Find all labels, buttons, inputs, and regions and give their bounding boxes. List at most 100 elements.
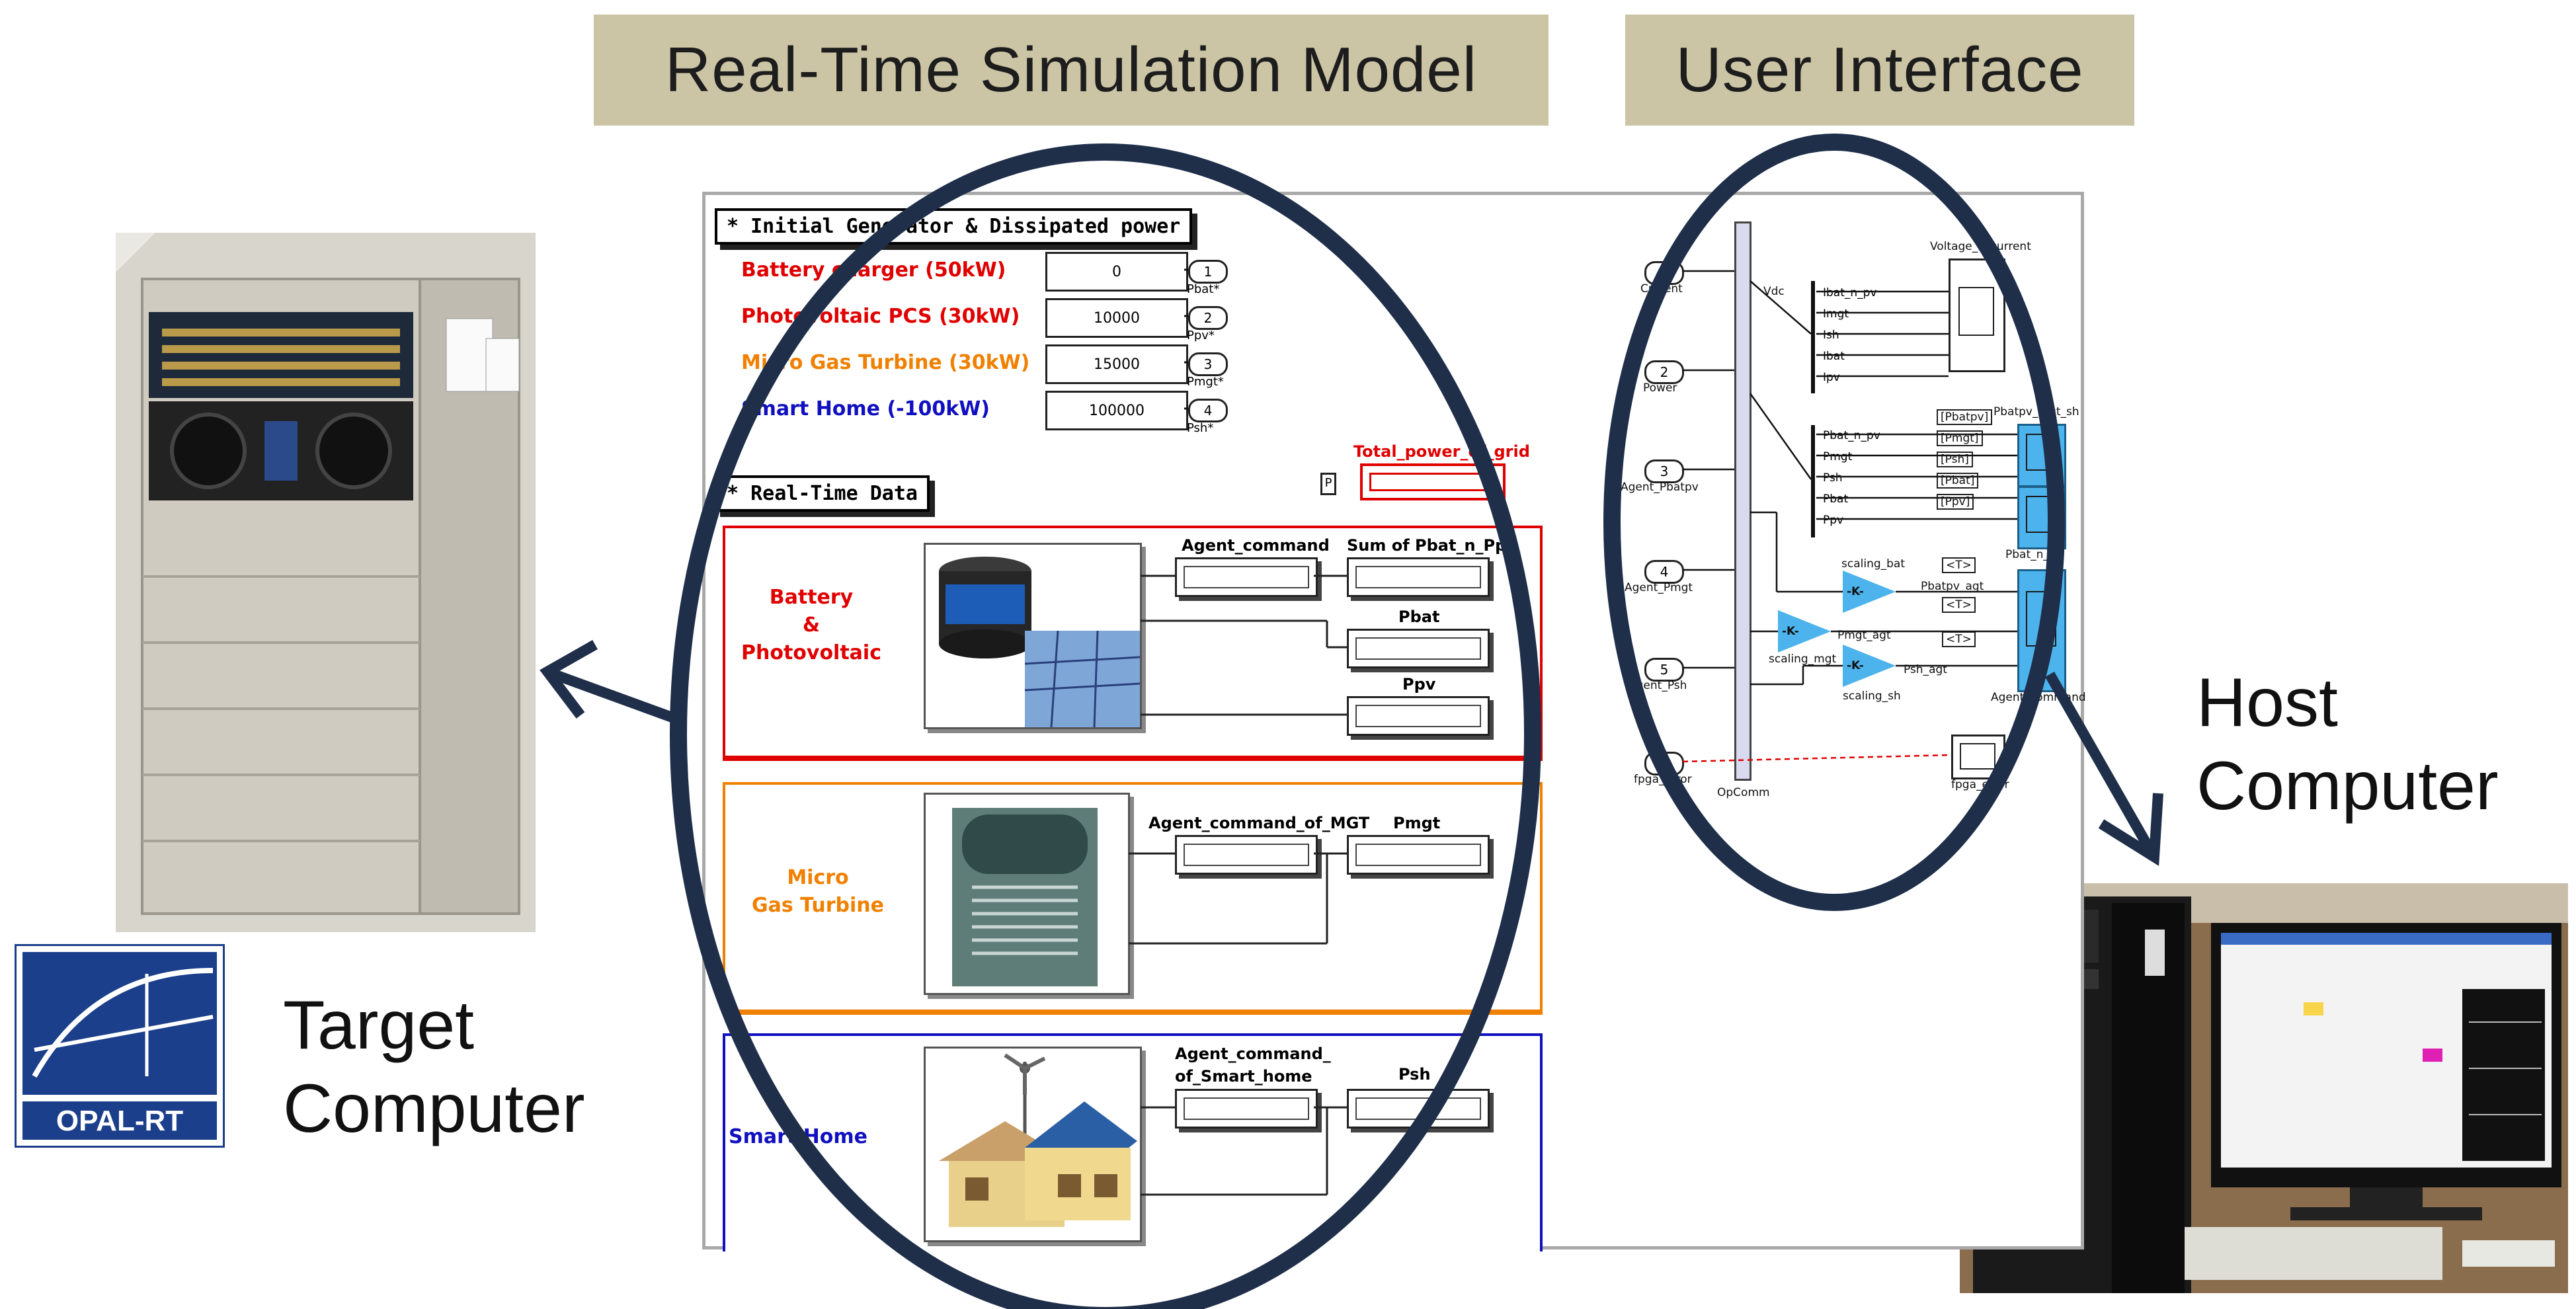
ui-wires: [1682, 270, 2017, 763]
source-label-photovoltaic: Photovoltaic PCS (30kW): [741, 305, 1020, 328]
opcomm-label: OpComm: [1717, 786, 1770, 799]
gain-sh[interactable]: [1843, 645, 1896, 687]
ui-inport-2[interactable]: 2: [1644, 360, 1684, 384]
bus1-ish: Ish: [1823, 329, 1839, 342]
mgt-agent-command-display[interactable]: [1175, 835, 1318, 875]
outport-label-battery: Pbat*: [1187, 282, 1220, 296]
battery-agent-command-label: Agent_command: [1182, 536, 1330, 555]
gain-mgt[interactable]: [1778, 610, 1831, 653]
mgt-image: [924, 793, 1130, 995]
source-wires: [1184, 268, 1188, 410]
mgt-title-line1: Micro: [787, 866, 849, 889]
battery-wires: [1141, 575, 1347, 716]
goto-t-3[interactable]: <T>: [1942, 631, 1976, 647]
constant-mgt[interactable]: 15000: [1045, 344, 1188, 384]
gain-bat-symbol: -K-: [1847, 585, 1864, 598]
total-power-display[interactable]: [1360, 463, 1506, 500]
bus2-pbat: Pbat: [1823, 493, 1849, 506]
gain-bat-out: Pbatpv_agt: [1921, 580, 1984, 593]
target-arrow-shaft: [552, 669, 683, 726]
gain-mgt-symbol: -K-: [1782, 625, 1799, 638]
gain-bat[interactable]: [1843, 571, 1896, 613]
battery-title-line1: Battery: [769, 586, 854, 609]
ui-inport-2-label: Power: [1643, 381, 1677, 395]
bus1-ipv: Ipv: [1823, 371, 1840, 384]
ppv-label: Ppv: [1402, 675, 1436, 694]
target-computer-photo: [116, 233, 536, 932]
outport-label-mgt: Pmgt*: [1187, 375, 1224, 389]
bus1-imgt: Imgt: [1823, 307, 1849, 321]
gain-sh-label: scaling_sh: [1843, 690, 1901, 703]
ui-inport-5[interactable]: 5: [1644, 658, 1684, 682]
scope-pbatpv-label: Pbatpv_mgt_sh: [1993, 405, 2079, 418]
host-computer-label: Host Computer: [2196, 661, 2499, 828]
realtime-data-header: * Real-Time Data: [715, 475, 930, 512]
home-agent-command-display[interactable]: [1175, 1089, 1318, 1129]
constant-photovoltaic[interactable]: 10000: [1045, 298, 1188, 338]
ui-inport-3-label: Agent_Pbatpv: [1621, 481, 1699, 494]
battery-title-line3: Photovoltaic: [741, 641, 881, 664]
outport-label-smarthome: Psh*: [1187, 421, 1214, 435]
gain-bat-label: scaling_bat: [1841, 557, 1906, 571]
mgt-title: Micro Gas Turbine: [725, 864, 910, 920]
pmgt-display[interactable]: [1347, 835, 1490, 875]
home-agent-command-label: Agent_command_ of_Smart_home: [1175, 1043, 1331, 1088]
battery-pv-image: [924, 543, 1142, 729]
simulink-model-panel: * Initial Generator & Dissipated power B…: [702, 192, 2086, 1251]
pmgt-label: Pmgt: [1393, 814, 1441, 832]
user-interface-banner: User Interface: [1625, 15, 2134, 126]
battery-agent-command-display[interactable]: [1175, 557, 1318, 597]
psh-label: Psh: [1398, 1065, 1431, 1084]
ui-inport-4[interactable]: 4: [1644, 560, 1684, 584]
ui-inport-3[interactable]: 3: [1644, 459, 1684, 483]
mgt-wires: [1129, 852, 1347, 945]
goto-pbatpv[interactable]: [Pbatpv]: [1937, 409, 1993, 425]
user-interface-ellipse: [1603, 134, 2065, 911]
bus2-pbat-n-pv: Pbat_n_pv: [1823, 429, 1880, 442]
gain-mgt-label: scaling_mgt: [1769, 653, 1837, 666]
outport-battery[interactable]: 1: [1188, 260, 1228, 284]
ppv-display[interactable]: [1347, 696, 1490, 736]
home-agent-command-line2: of_Smart_home: [1175, 1067, 1312, 1086]
target-label-line1: Target: [283, 987, 475, 1064]
ui-inport-4-label: Agent_Pmgt: [1625, 581, 1693, 594]
bus2-pmgt: Pmgt: [1823, 450, 1853, 463]
bus1-ibat-n-pv: Ibat_n_pv: [1823, 286, 1877, 299]
gain-sh-symbol: -K-: [1847, 659, 1864, 672]
opal-rt-logo: OPAL-RT: [13, 942, 227, 1150]
home-wires: [1141, 1106, 1347, 1196]
host-label-line2: Computer: [2196, 748, 2499, 824]
mgt-section: Micro Gas Turbine Agent_command_of_MGT P…: [723, 782, 1543, 1015]
sim-model-banner: Real-Time Simulation Model: [594, 15, 1549, 126]
outport-smarthome[interactable]: 4: [1188, 399, 1228, 422]
pbat-label: Pbat: [1398, 608, 1440, 626]
goto-t-1[interactable]: <T>: [1942, 557, 1976, 573]
goto-t-2[interactable]: <T>: [1942, 597, 1976, 613]
outport-photovoltaic[interactable]: 2: [1188, 306, 1228, 330]
current-bus-selector[interactable]: [1811, 281, 1815, 393]
opcomm-block[interactable]: [1734, 221, 1751, 781]
target-arrow-head: [540, 640, 598, 719]
power-bus-selector[interactable]: [1811, 425, 1815, 537]
constant-battery[interactable]: 0: [1045, 252, 1188, 292]
mgt-title-line2: Gas Turbine: [752, 894, 884, 917]
battery-pv-section: Battery & Photovoltaic Agent_command: [723, 526, 1543, 761]
source-label-smarthome: Smart Home (-100kW): [741, 397, 990, 420]
target-label-line2: Computer: [283, 1070, 585, 1147]
battery-sum-label: Sum of Pbat_n_Ppv: [1347, 536, 1517, 555]
host-arrow-head: [2098, 793, 2163, 866]
host-label-line1: Host: [2196, 664, 2338, 741]
source-label-battery: Battery charger (50kW): [741, 258, 1006, 282]
opal-rt-logo-text: OPAL-RT: [56, 1105, 183, 1137]
battery-title-line2: &: [802, 614, 821, 637]
pbat-display[interactable]: [1347, 629, 1490, 668]
outport-mgt[interactable]: 3: [1188, 352, 1228, 376]
bus1-ibat: Ibat: [1823, 350, 1845, 363]
mgt-agent-command-label: Agent_command_of_MGT: [1148, 814, 1370, 832]
constant-smarthome[interactable]: 100000: [1045, 391, 1188, 430]
battery-sum-display[interactable]: [1347, 557, 1490, 597]
bus2-ppv: Ppv: [1823, 514, 1844, 527]
total-power-port[interactable]: P: [1320, 473, 1336, 495]
host-arrow-shaft: [2045, 672, 2155, 853]
initial-generator-header: * Initial Generator & Dissipated power: [715, 208, 1193, 245]
